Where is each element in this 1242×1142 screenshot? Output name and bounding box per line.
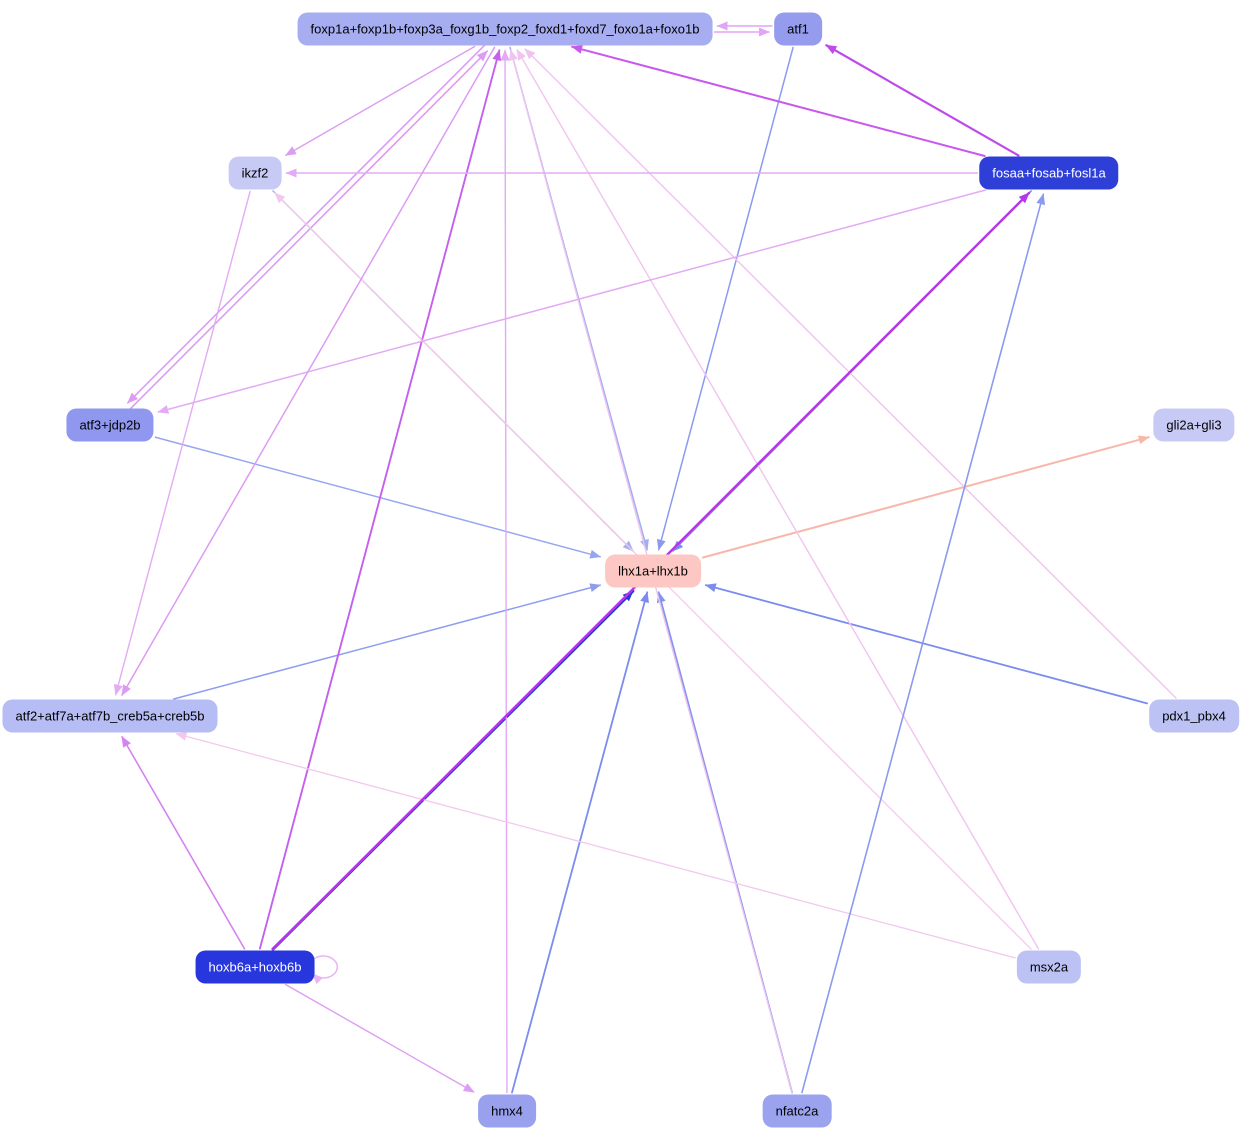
node-atf2[interactable]: atf2+atf7a+atf7b_creb5a+creb5b: [2, 699, 218, 733]
node-nfatc2a[interactable]: nfatc2a: [762, 1094, 832, 1128]
edge-hoxb6a-hoxb6a: [311, 955, 338, 985]
node-fosaa[interactable]: fosaa+fosab+fosl1a: [979, 156, 1119, 190]
edge-hmx4-lhx1a: [511, 591, 649, 1094]
node-atf3[interactable]: atf3+jdp2b: [66, 408, 154, 442]
edge-foxp-ikzf2: [284, 45, 476, 156]
edge-nfatc2a-fosaa: [801, 193, 1046, 1094]
node-pdx1[interactable]: pdx1_pbx4: [1149, 699, 1239, 733]
edge-pdx1-foxp: [524, 48, 1177, 699]
node-hmx4[interactable]: hmx4: [478, 1094, 536, 1128]
edge-foxp-atf2: [121, 46, 496, 697]
edge-hoxb6a-hmx4: [284, 983, 475, 1093]
node-lhx1a[interactable]: lhx1a+lhx1b: [605, 554, 701, 588]
node-foxp[interactable]: foxp1a+foxp1b+foxp3a_foxg1b_foxp2_foxd1+…: [297, 12, 713, 46]
node-hoxb6a[interactable]: hoxb6a+hoxb6b: [195, 950, 315, 984]
edge-hmx4-foxp: [500, 49, 510, 1094]
edge-fosaa-atf1: [825, 44, 1020, 157]
node-atf1[interactable]: atf1: [774, 12, 822, 46]
node-msx2a[interactable]: msx2a: [1016, 950, 1082, 984]
edge-pdx1-lhx1a: [704, 583, 1148, 705]
edge-msx2a-atf2: [175, 732, 1016, 959]
edge-hoxb6a-foxp: [258, 49, 502, 950]
edge-msx2a-foxp: [516, 48, 1040, 950]
edge-lhx1a-gli2a: [701, 435, 1150, 559]
node-ikzf2[interactable]: ikzf2: [228, 156, 282, 190]
edge-fosaa-foxp: [571, 44, 986, 157]
edge-atf3-foxp: [129, 50, 488, 411]
edge-hoxb6a-atf2: [121, 735, 246, 950]
node-gli2a[interactable]: gli2a+gli3: [1153, 408, 1235, 442]
edge-atf1-lhx1a: [656, 46, 794, 551]
edge-atf3-lhx1a: [154, 436, 602, 559]
edge-ikzf2-atf2: [113, 190, 251, 696]
edge-atf2-lhx1a: [172, 583, 602, 700]
edge-fosaa-atf3: [157, 189, 987, 414]
